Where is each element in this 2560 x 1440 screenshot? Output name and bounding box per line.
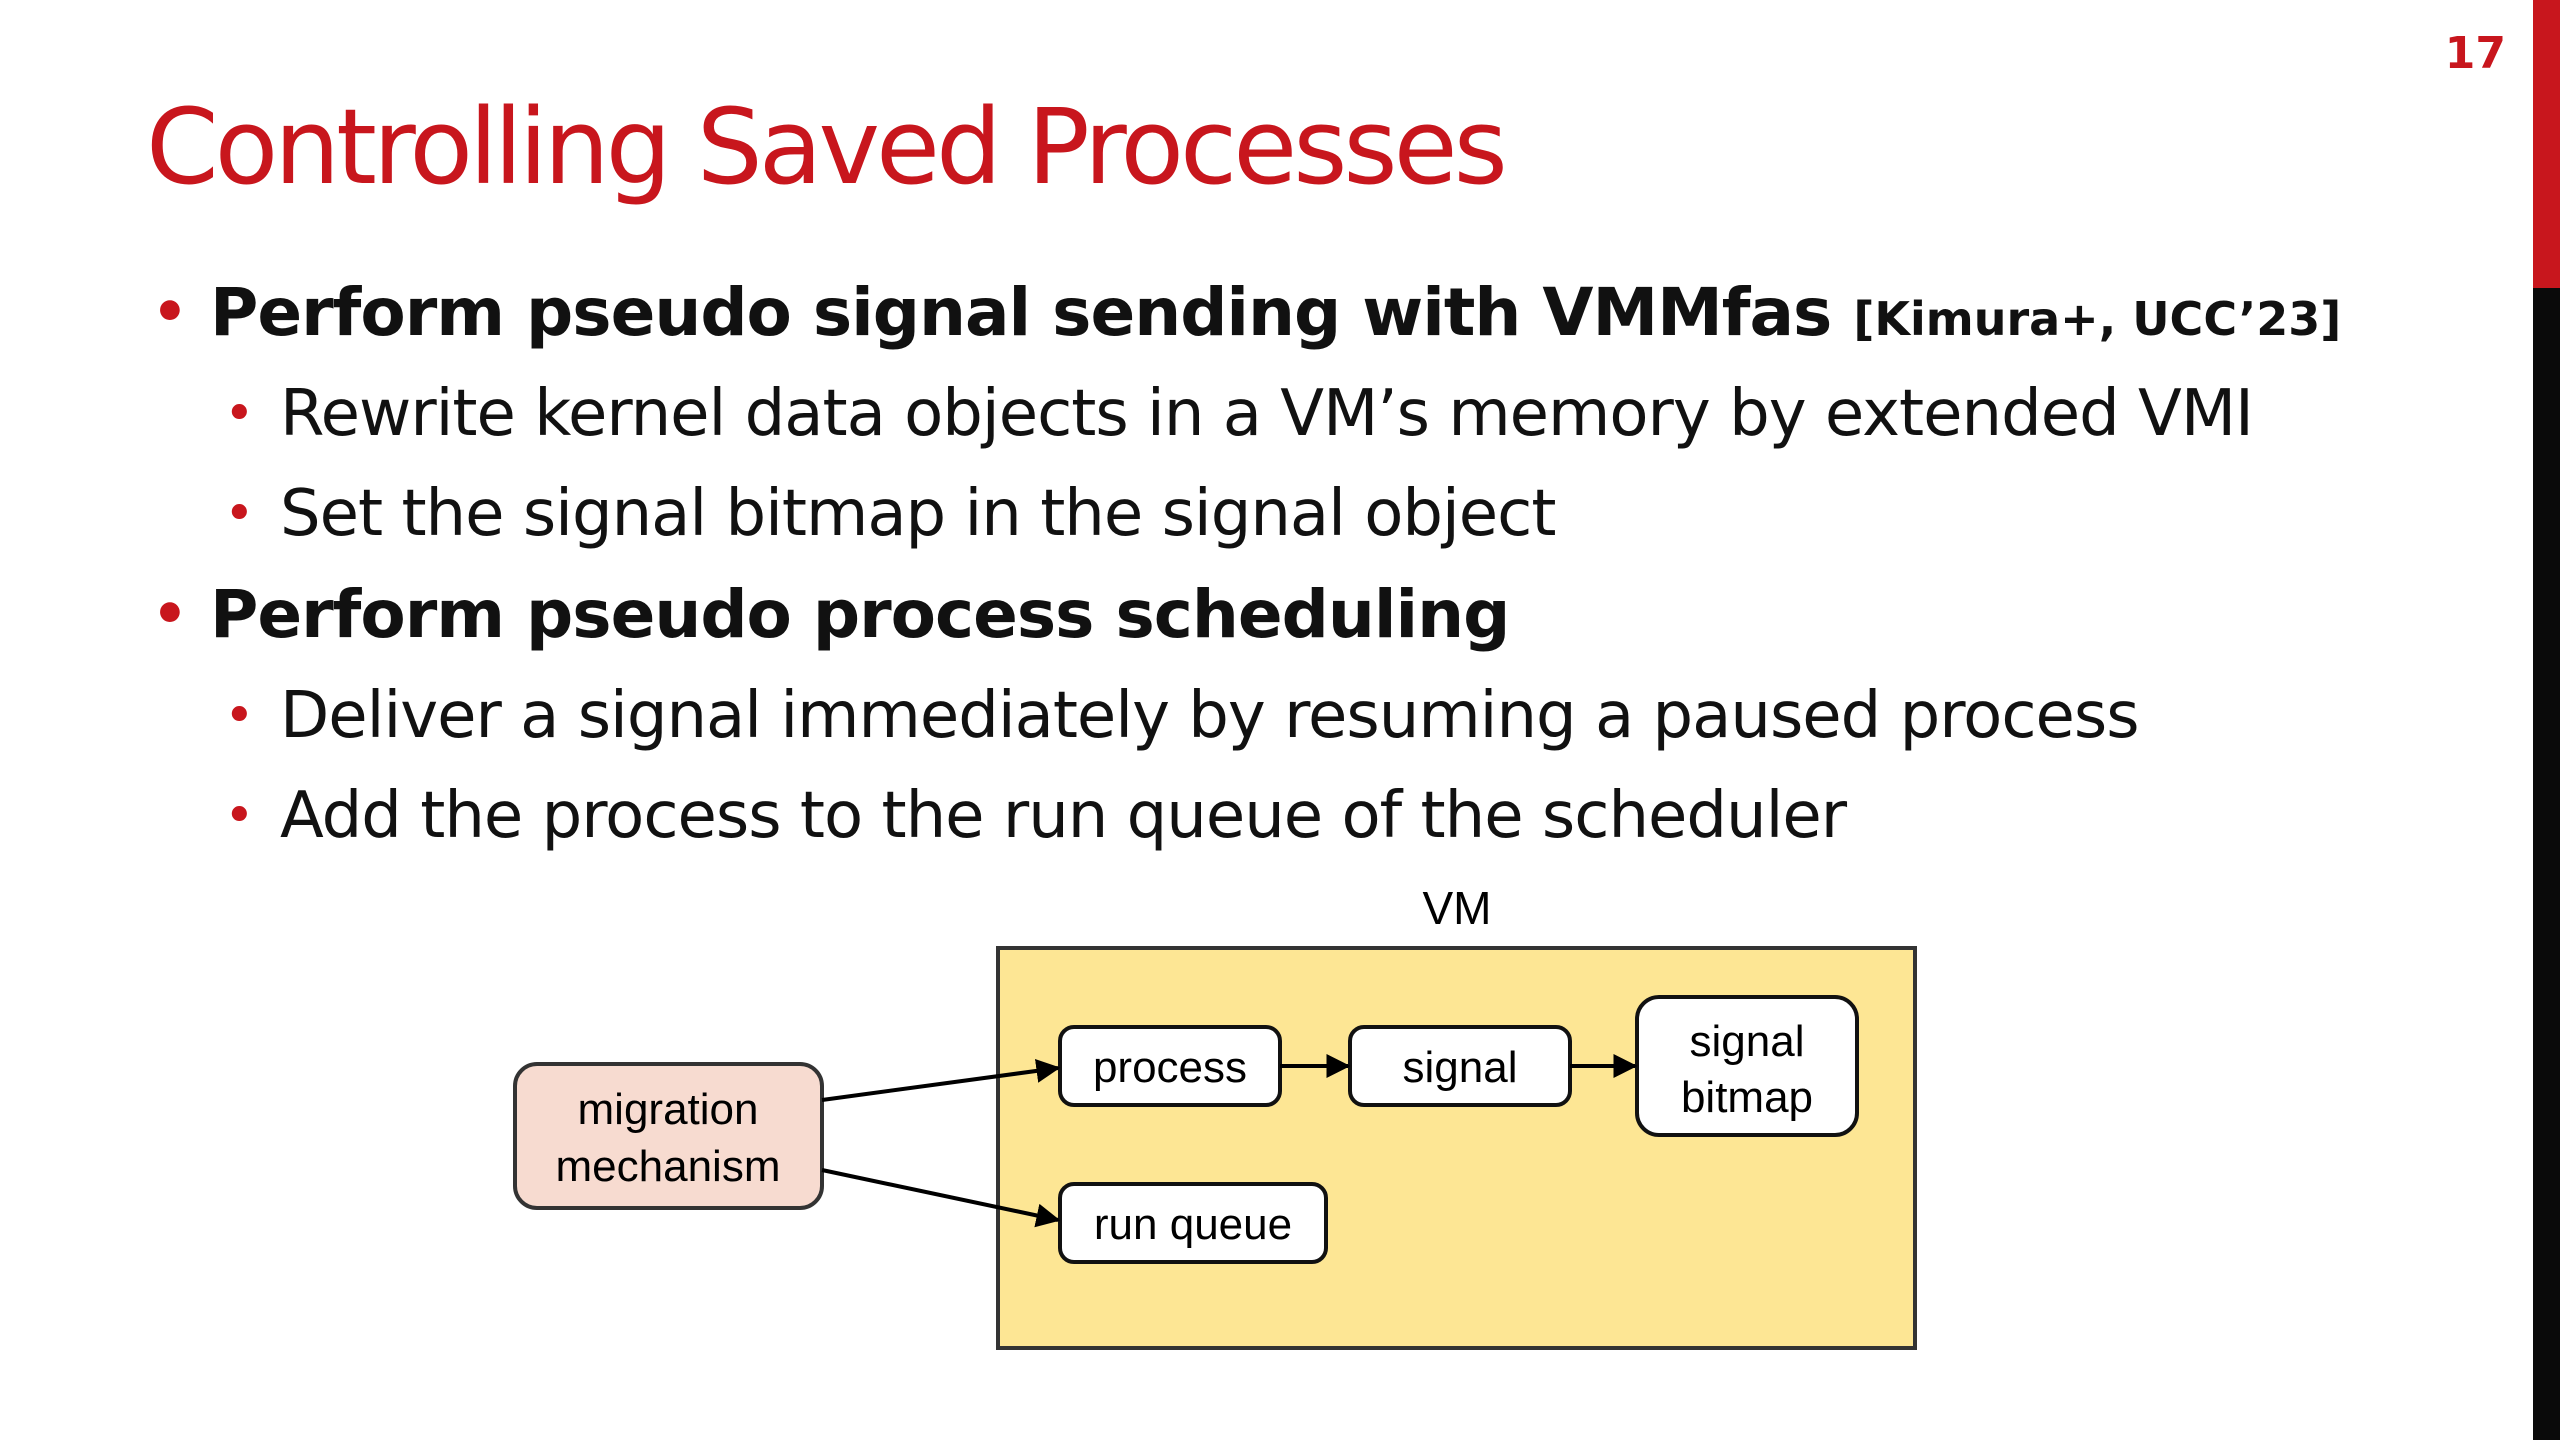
migration-mechanism-label: migration [578,1085,759,1134]
side-bar-accent-black [2533,288,2560,1440]
bullet-dot-icon: • [152,582,188,647]
signal-label: signal [1403,1043,1518,1092]
process-label: process [1093,1043,1247,1092]
bullet-text: Add the process to the run queue of the … [280,779,1847,853]
arrow-migration-to-run-queue [821,1168,1061,1228]
slide-title: Controlling Saved Processes [146,86,1508,208]
signal-bitmap-label: bitmap [1681,1073,1813,1122]
side-bar-accent-red [2533,0,2560,288]
vm-label: VM [1423,882,1492,934]
bullet-text: Set the signal bitmap in the signal obje… [280,477,1556,551]
bullet-text: Perform pseudo process scheduling [210,576,1510,653]
migration-mechanism-label: mechanism [556,1142,781,1191]
migration-mechanism-box [513,1062,824,1210]
citation: [Kimura+, UCC’23] [1853,292,2342,346]
bullet-dot-icon: • [152,280,188,345]
bullet-dot-icon: • [224,786,255,846]
run-queue-label: run queue [1094,1200,1292,1249]
bullet-level1: • Perform pseudo process scheduling [150,564,2500,666]
bullet-level2: • Rewrite kernel data objects in a VM’s … [150,364,2500,464]
bullet-list: • Perform pseudo signal sending with VMM… [150,262,2500,866]
bullet-dot-icon: • [224,484,255,544]
page-number: 17 [2444,28,2506,79]
bullet-level2: • Set the signal bitmap in the signal ob… [150,464,2500,564]
bullet-level1: • Perform pseudo signal sending with VMM… [150,262,2500,364]
bullet-text: Rewrite kernel data objects in a VM’s me… [280,377,2254,451]
bullet-text: Deliver a signal immediately by resuming… [280,679,2140,753]
bullet-level2: • Add the process to the run queue of th… [150,766,2500,866]
bullet-dot-icon: • [224,384,255,444]
arrow-migration-to-process [821,1059,1061,1102]
bullet-text: Perform pseudo signal sending with VMMfa… [210,274,1832,351]
bullet-level2: • Deliver a signal immediately by resumi… [150,666,2500,766]
bullet-dot-icon: • [224,686,255,746]
signal-bitmap-label: signal [1690,1017,1805,1066]
